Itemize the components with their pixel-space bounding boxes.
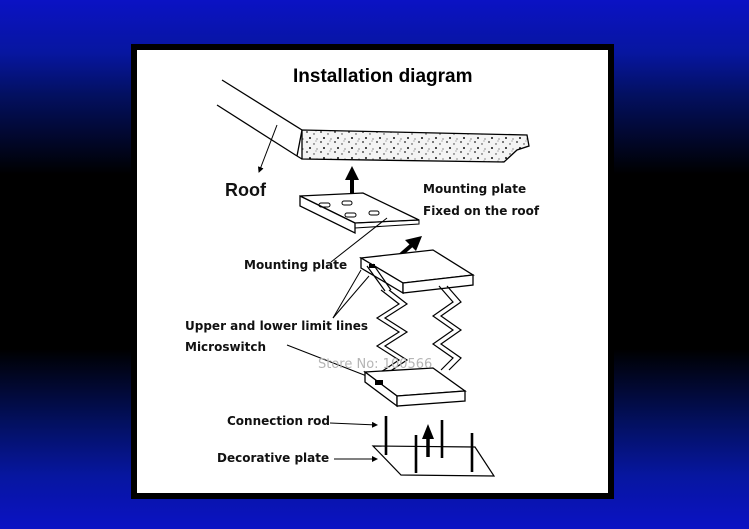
connection-rods [384, 416, 474, 473]
diagram-canvas: Installation diagram Roof Mounting plate… [137, 50, 608, 493]
roof-label: Roof [225, 180, 266, 200]
connection-rod-label: Connection rod [227, 414, 330, 428]
lift-top-box [359, 249, 475, 295]
diagram-title: Installation diagram [293, 66, 473, 87]
roof-pointer [257, 124, 278, 173]
mounting-plate-roof-label-line2: Fixed on the roof [423, 204, 540, 218]
mounting-plate-label: Mounting plate [244, 258, 348, 272]
decorative-plate-shape [371, 445, 496, 477]
limit-line-pointers [332, 269, 370, 319]
lift-bottom-box [363, 367, 467, 408]
mounting-plate-pointer [330, 217, 388, 263]
diagram-panel: Installation diagram Roof Mounting plate… [131, 44, 614, 499]
scissor-mechanism [366, 263, 463, 373]
microswitch-pointer [286, 344, 378, 381]
roof-beam [216, 79, 530, 163]
store-watermark: Store No: 100566 [318, 357, 433, 372]
microswitch-label: Microswitch [185, 340, 267, 354]
connection-rod-pointer [329, 421, 378, 428]
installation-illustration [216, 79, 530, 477]
decorative-plate-label: Decorative plate [217, 451, 330, 465]
mounting-plate-roof-label-line1: Mounting plate [423, 182, 527, 196]
up-arrow-center [422, 424, 434, 457]
limit-lines-label: Upper and lower limit lines [185, 319, 369, 333]
mounting-plate-roof [299, 192, 420, 235]
